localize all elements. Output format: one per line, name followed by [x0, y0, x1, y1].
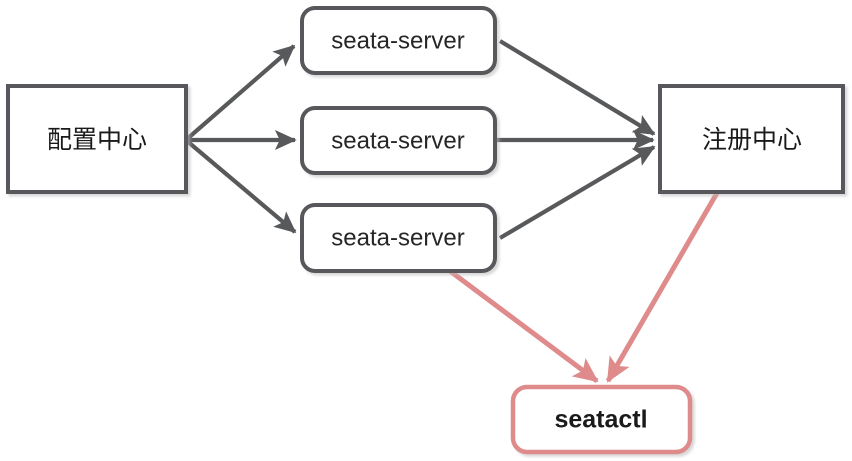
node-seata-server-1[interactable]: seata-server: [300, 6, 497, 75]
node-seata-server-1-shape: [300, 6, 497, 75]
node-config-center[interactable]: 配置中心: [6, 84, 188, 194]
node-config-center-shape: [6, 84, 188, 194]
node-seatactl-shape: [510, 384, 693, 455]
edge-server3-to-registry: [498, 145, 656, 240]
node-seatactl-label: seatactl: [554, 406, 647, 434]
node-seata-server-3[interactable]: seata-server: [300, 203, 497, 273]
node-seata-server-1-label: seata-server: [331, 27, 464, 54]
edge-server1-to-registry: [498, 39, 656, 136]
edge-config-to-server1: [185, 44, 296, 141]
edge-server3-to-seatactl: [448, 268, 599, 384]
edges-layer: [185, 39, 720, 384]
node-seatactl[interactable]: seatactl: [510, 384, 693, 455]
nodes-layer: 配置中心 seata-server seata-server seata-ser…: [6, 6, 845, 455]
node-seata-server-3-label: seata-server: [331, 224, 464, 251]
node-registry-center[interactable]: 注册中心: [658, 84, 845, 194]
node-seata-server-3-shape: [300, 203, 497, 273]
edge-config-to-server3: [185, 139, 297, 234]
edge-registry-to-seatactl: [605, 191, 720, 383]
node-registry-center-shape: [658, 84, 845, 194]
node-seata-server-2-label: seata-server: [331, 127, 464, 154]
node-registry-center-label: 注册中心: [702, 125, 802, 154]
node-seata-server-2[interactable]: seata-server: [300, 106, 497, 175]
node-config-center-label: 配置中心: [47, 125, 147, 154]
node-seata-server-2-shape: [300, 106, 497, 175]
